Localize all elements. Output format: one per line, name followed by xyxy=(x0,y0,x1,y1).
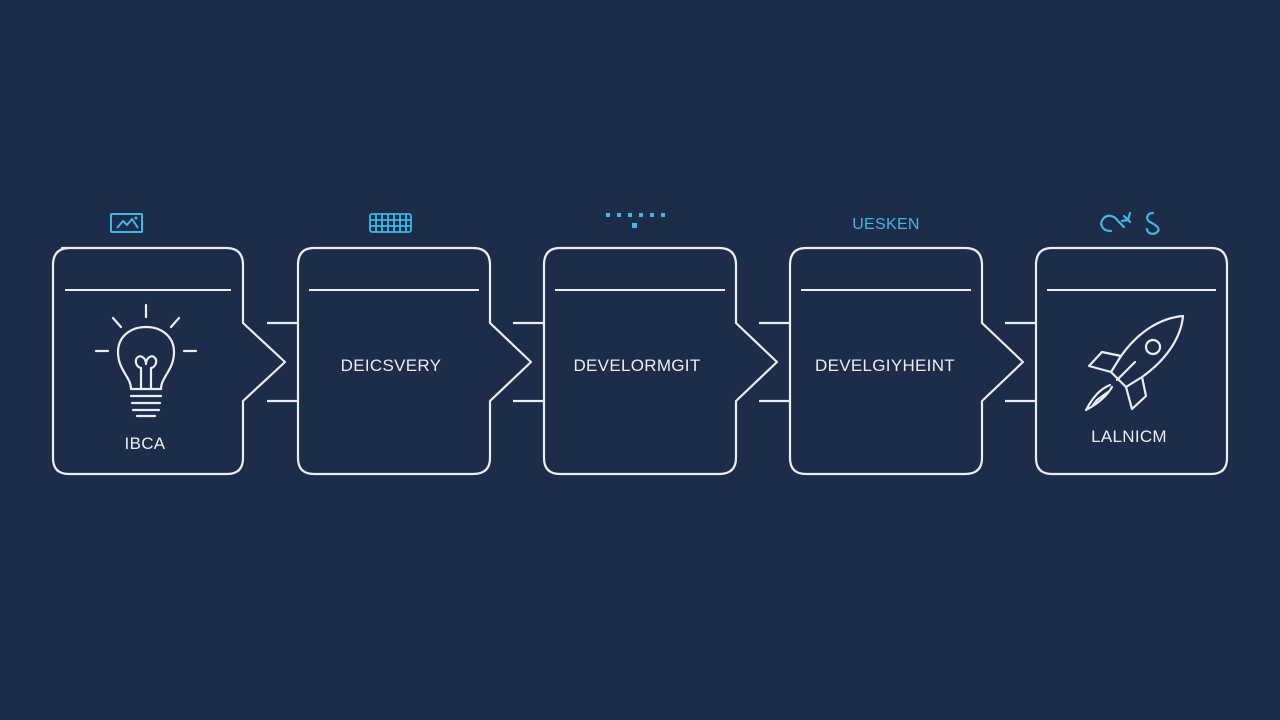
stage-1: IBCA xyxy=(51,246,287,476)
stage-4-label: DEVELGIYHEINT xyxy=(815,356,955,375)
stage-1-label: IBCA xyxy=(125,434,166,453)
stage-3-box xyxy=(542,246,779,476)
connector-1 xyxy=(267,321,298,403)
stage-4-header-text: UESKEN xyxy=(852,216,920,233)
stage-5: LALNICM xyxy=(1034,246,1229,476)
stage-3: DEVELORMGIT xyxy=(542,246,779,476)
stage-2: DEICSVERY xyxy=(296,246,533,476)
connector-4 xyxy=(1005,321,1036,403)
dot-grid-icon xyxy=(606,213,665,228)
keyboard-icon xyxy=(369,213,412,233)
stage-2-box xyxy=(296,246,533,476)
rocket-icon xyxy=(1084,314,1185,412)
connector-3 xyxy=(759,321,790,403)
stage-5-box xyxy=(1034,246,1229,476)
stage-3-label: DEVELORMGIT xyxy=(573,356,700,375)
stage-5-label: LALNICM xyxy=(1091,427,1167,446)
image-frame-icon xyxy=(110,213,143,233)
link-icon xyxy=(1100,211,1160,235)
lightbulb-icon xyxy=(94,303,198,418)
stage-2-label: DEICSVERY xyxy=(341,356,442,375)
connector-2 xyxy=(513,321,544,403)
stage-1-box xyxy=(51,246,287,476)
stage-4-box xyxy=(788,246,1025,476)
stage-4: DEVELGIYHEINT xyxy=(788,246,1025,476)
